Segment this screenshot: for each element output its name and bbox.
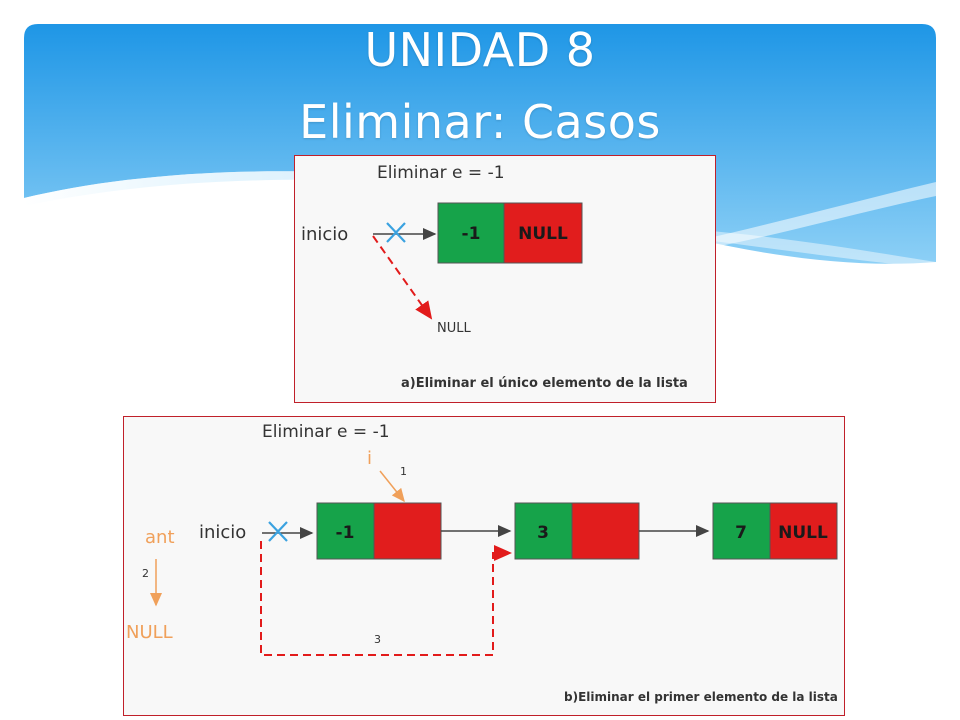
panel-a-node-next-cell (503, 202, 583, 264)
panel-b-node-2-value: 3 (537, 523, 549, 543)
panel-a-null-label: NULL (437, 321, 471, 336)
panel-b-node-2-value-cell (514, 502, 573, 560)
diagram-a-canvas: Eliminar e = -1 inicio -1 NULL NULL a)El… (301, 163, 688, 391)
panel-b-node-2-next-cell (571, 502, 640, 560)
panel-a-pointer-label: inicio (301, 224, 348, 245)
panel-a-node-value: -1 (462, 224, 481, 244)
panel-b-i-arrow (379, 470, 405, 503)
panel-b-node-1-next-cell (373, 502, 442, 560)
panel-b-step-2: 2 (142, 567, 149, 580)
panel-b-node-3-value: 7 (735, 523, 747, 543)
slide-title-line1: UNIDAD 8 (364, 23, 596, 77)
panel-b-node-1-value-cell (316, 502, 375, 560)
panel-b-node-3-value-cell (712, 502, 771, 560)
header-wave-left (24, 171, 330, 206)
panel-a-heading: Eliminar e = -1 (377, 163, 505, 183)
panel-a-caption: a)Eliminar el único elemento de la lista (401, 376, 688, 391)
panel-b-ant-null: NULL (126, 622, 173, 643)
panel-a-node-next: NULL (518, 224, 568, 244)
panel-b-cross-icon (268, 521, 288, 542)
panel-b-step-1: 1 (400, 465, 407, 478)
header-wave-highlight (700, 182, 936, 246)
diagram-b-canvas: Eliminar e = -1 i 1 ant 2 NULL inicio -1 (126, 422, 838, 704)
slide-title-line2: Eliminar: Casos (299, 95, 661, 149)
panel-b-heading: Eliminar e = -1 (262, 422, 390, 442)
panel-b-node-1-value: -1 (336, 523, 355, 543)
panel-a-cross-icon (386, 222, 406, 243)
panel-b-dashed-path (260, 541, 512, 656)
panel-b-pointer-label: inicio (199, 522, 246, 543)
diagram-panel-b: Eliminar e = -1 i 1 ant 2 NULL inicio -1 (123, 416, 845, 716)
panel-a-dashed-arrow (372, 235, 433, 320)
panel-b-node-3-next: NULL (778, 523, 828, 543)
panel-b-step-3: 3 (374, 633, 381, 646)
panel-b-caption: b)Eliminar el primer elemento de la list… (564, 690, 838, 704)
diagram-panel-a: Eliminar e = -1 inicio -1 NULL NULL a)El… (294, 155, 716, 403)
panel-b-node-3-next-cell (769, 502, 838, 560)
panel-b-ant-label: ant (145, 527, 175, 548)
panel-b-i-label: i (367, 448, 372, 469)
